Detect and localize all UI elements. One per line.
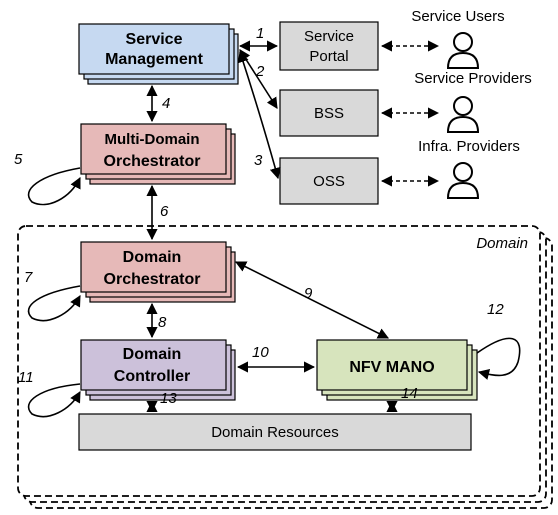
oss-node[interactable]: OSS: [279, 157, 379, 205]
domain-resources-label: Domain Resources: [211, 424, 339, 441]
num-3: 3: [254, 152, 263, 169]
self-loop-7: [27, 285, 81, 322]
num-9: 9: [304, 285, 313, 302]
num-2: 2: [255, 63, 265, 80]
service-users-label: Service Users: [411, 8, 504, 25]
nfv-mano-node[interactable]: NFV MANO: [316, 339, 478, 401]
service-management-node[interactable]: Service Management: [78, 23, 239, 85]
num-5: 5: [14, 151, 23, 168]
num-1: 1: [256, 25, 264, 42]
num-12: 12: [487, 301, 504, 318]
interface-labels: 1 2 3 4 5 6 7 8 9 10 11 12 13 14: [14, 25, 504, 407]
service-portal-label-2: Portal: [309, 48, 348, 65]
mdo-label-1: Multi-Domain: [105, 131, 200, 148]
num-4: 4: [162, 95, 170, 112]
infra-providers-icon: [446, 162, 480, 199]
num-8: 8: [158, 314, 167, 331]
service-providers-icon: [446, 96, 480, 133]
infra-providers-label: Infra. Providers: [418, 138, 520, 155]
num-10: 10: [252, 344, 269, 361]
num-14: 14: [401, 385, 418, 402]
service-providers-label: Service Providers: [414, 70, 532, 87]
do-label-2: Orchestrator: [104, 271, 201, 288]
bss-label: BSS: [314, 105, 344, 122]
self-loop-12: [476, 337, 521, 380]
service-users-icon: [446, 32, 480, 69]
num-6: 6: [160, 203, 169, 220]
domain-controller-node[interactable]: Domain Controller: [80, 339, 236, 401]
oss-label: OSS: [313, 173, 345, 190]
link-3: [237, 50, 281, 180]
do-label-1: Domain: [123, 249, 182, 266]
multi-domain-orchestrator-node[interactable]: Multi-Domain Orchestrator: [80, 123, 236, 185]
nfv-mano-label: NFV MANO: [349, 359, 434, 376]
dc-label-2: Controller: [114, 368, 190, 385]
domain-orchestrator-node[interactable]: Domain Orchestrator: [80, 241, 236, 303]
service-portal-label-1: Service: [304, 28, 354, 45]
link-9: [234, 261, 390, 339]
service-management-label-2: Management: [105, 51, 203, 68]
domain-resources-node[interactable]: Domain Resources: [78, 413, 472, 451]
num-7: 7: [24, 269, 33, 286]
num-13: 13: [160, 390, 177, 407]
num-11: 11: [18, 369, 34, 386]
dc-label-1: Domain: [123, 346, 182, 363]
self-loop-5: [27, 167, 81, 206]
bss-node[interactable]: BSS: [279, 89, 379, 137]
self-loop-11: [27, 383, 81, 418]
service-management-label-1: Service: [126, 31, 183, 48]
mdo-label-2: Orchestrator: [104, 153, 201, 170]
domain-label: Domain: [476, 235, 528, 252]
service-portal-node[interactable]: Service Portal: [279, 21, 379, 71]
